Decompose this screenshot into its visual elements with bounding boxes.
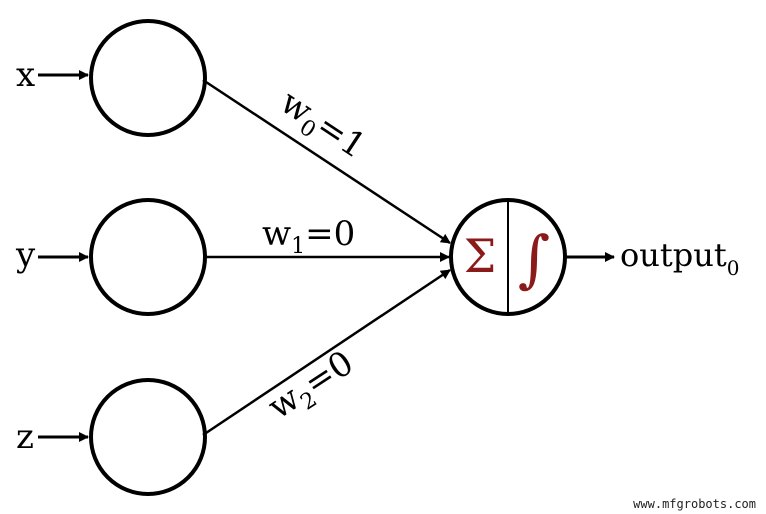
weight-label-w1: w1=0 (262, 214, 355, 259)
edge-w2 (202, 268, 451, 437)
input-node-z (89, 378, 207, 496)
edge-w0 (202, 78, 451, 245)
weight-label-w2: w2=0 (261, 343, 364, 432)
watermark: www.mfgrobots.com (633, 497, 756, 511)
output-label: output0 (620, 236, 739, 280)
sum-symbol: Σ (464, 229, 497, 283)
input-node-y (89, 198, 207, 316)
activation-symbol: ∫ (518, 222, 550, 295)
input-node-x (89, 19, 207, 137)
input-label-x: x (16, 55, 35, 95)
input-label-z: z (16, 417, 34, 457)
input-label-y: y (15, 235, 36, 275)
